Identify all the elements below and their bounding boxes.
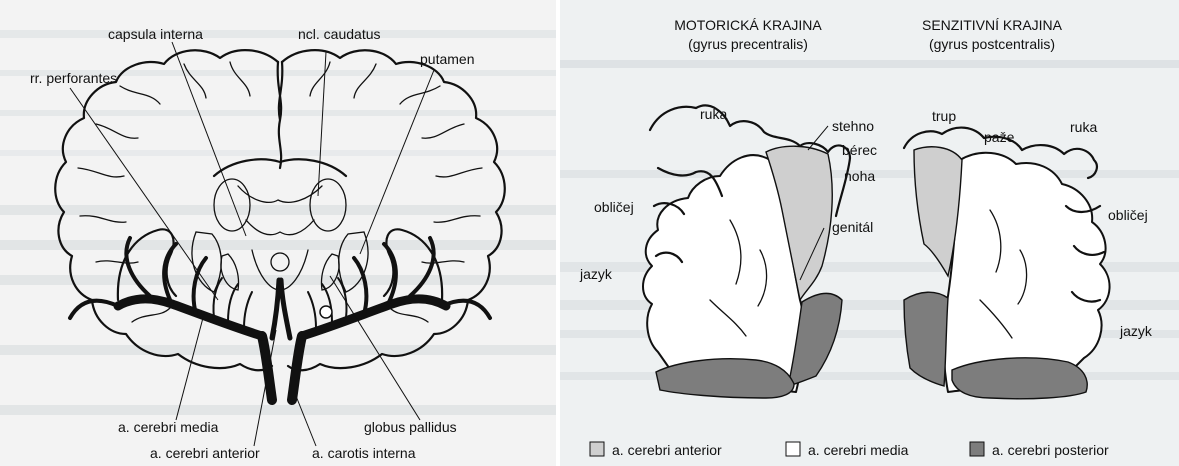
legend-label-posterior: a. cerebri posterior — [992, 442, 1109, 458]
label-capsula-interna: capsula interna — [108, 26, 203, 42]
motor-title: MOTORICKÁ KRAJINA — [674, 17, 822, 33]
leader-a-cerebri-media — [176, 314, 204, 420]
legend: a. cerebri anterior a. cerebri media a. … — [590, 442, 1109, 458]
label-a-carotis-interna: a. carotis interna — [312, 445, 416, 461]
coronal-section-panel: capsula interna ncl. caudatus putamen rr… — [0, 0, 556, 466]
homunculus-panel: MOTORICKÁ KRAJINA (gyrus precentralis) S… — [560, 0, 1179, 466]
homunculus-drawing: MOTORICKÁ KRAJINA (gyrus precentralis) S… — [560, 0, 1179, 466]
motor-posterior-temporal — [656, 359, 794, 398]
label-globus-pallidus: globus pallidus — [364, 419, 457, 435]
sensory-title: SENZITIVNÍ KRAJINA — [922, 17, 1063, 33]
motor-label-jazyk: jazyk — [579, 266, 613, 282]
leader-stehno — [808, 126, 828, 150]
sensory-subtitle: (gyrus postcentralis) — [929, 36, 1055, 52]
label-a-cerebri-anterior: a. cerebri anterior — [150, 445, 260, 461]
third-ventricle — [271, 253, 289, 271]
leader-putamen — [360, 70, 434, 254]
legend-label-media: a. cerebri media — [808, 442, 909, 458]
motor-subtitle: (gyrus precentralis) — [688, 36, 808, 52]
legend-swatch-posterior — [970, 442, 984, 456]
headings: MOTORICKÁ KRAJINA (gyrus precentralis) S… — [674, 17, 1062, 52]
coronal-section-drawing: capsula interna ncl. caudatus putamen rr… — [0, 0, 556, 466]
motor-label-ruka: ruka — [700, 106, 727, 122]
label-a-cerebri-media: a. cerebri media — [118, 419, 219, 435]
motor-label-stehno: stehno — [832, 118, 874, 134]
leader-rr-perforantes — [70, 88, 218, 300]
sensory-posterior-territory — [904, 292, 948, 386]
sensory-label-ruka: ruka — [1070, 119, 1097, 135]
sensory-label-jazyk: jazyk — [1119, 323, 1153, 339]
carotid-bifurcation-node — [320, 306, 332, 318]
sensory-label-oblicej: obličej — [1108, 207, 1148, 223]
legend-label-anterior: a. cerebri anterior — [612, 442, 722, 458]
motor-label-oblicej: obličej — [594, 199, 634, 215]
label-ncl-caudatus: ncl. caudatus — [298, 26, 381, 42]
label-rr-perforantes: rr. perforantes — [30, 70, 117, 86]
motor-label-noha: noha — [844, 168, 875, 184]
sensory-posterior-temporal — [952, 358, 1087, 399]
legend-swatch-media — [786, 442, 800, 456]
motor-hemisphere — [643, 105, 850, 398]
sensory-label-trup: trup — [932, 108, 956, 124]
leader-a-carotis-interna — [296, 396, 316, 446]
legend-swatch-anterior — [590, 442, 604, 456]
sensory-label-paze: paže — [984, 129, 1015, 145]
motor-label-genital: genitál — [832, 219, 873, 235]
label-putamen: putamen — [420, 51, 474, 67]
motor-label-berec: bérec — [842, 142, 877, 158]
